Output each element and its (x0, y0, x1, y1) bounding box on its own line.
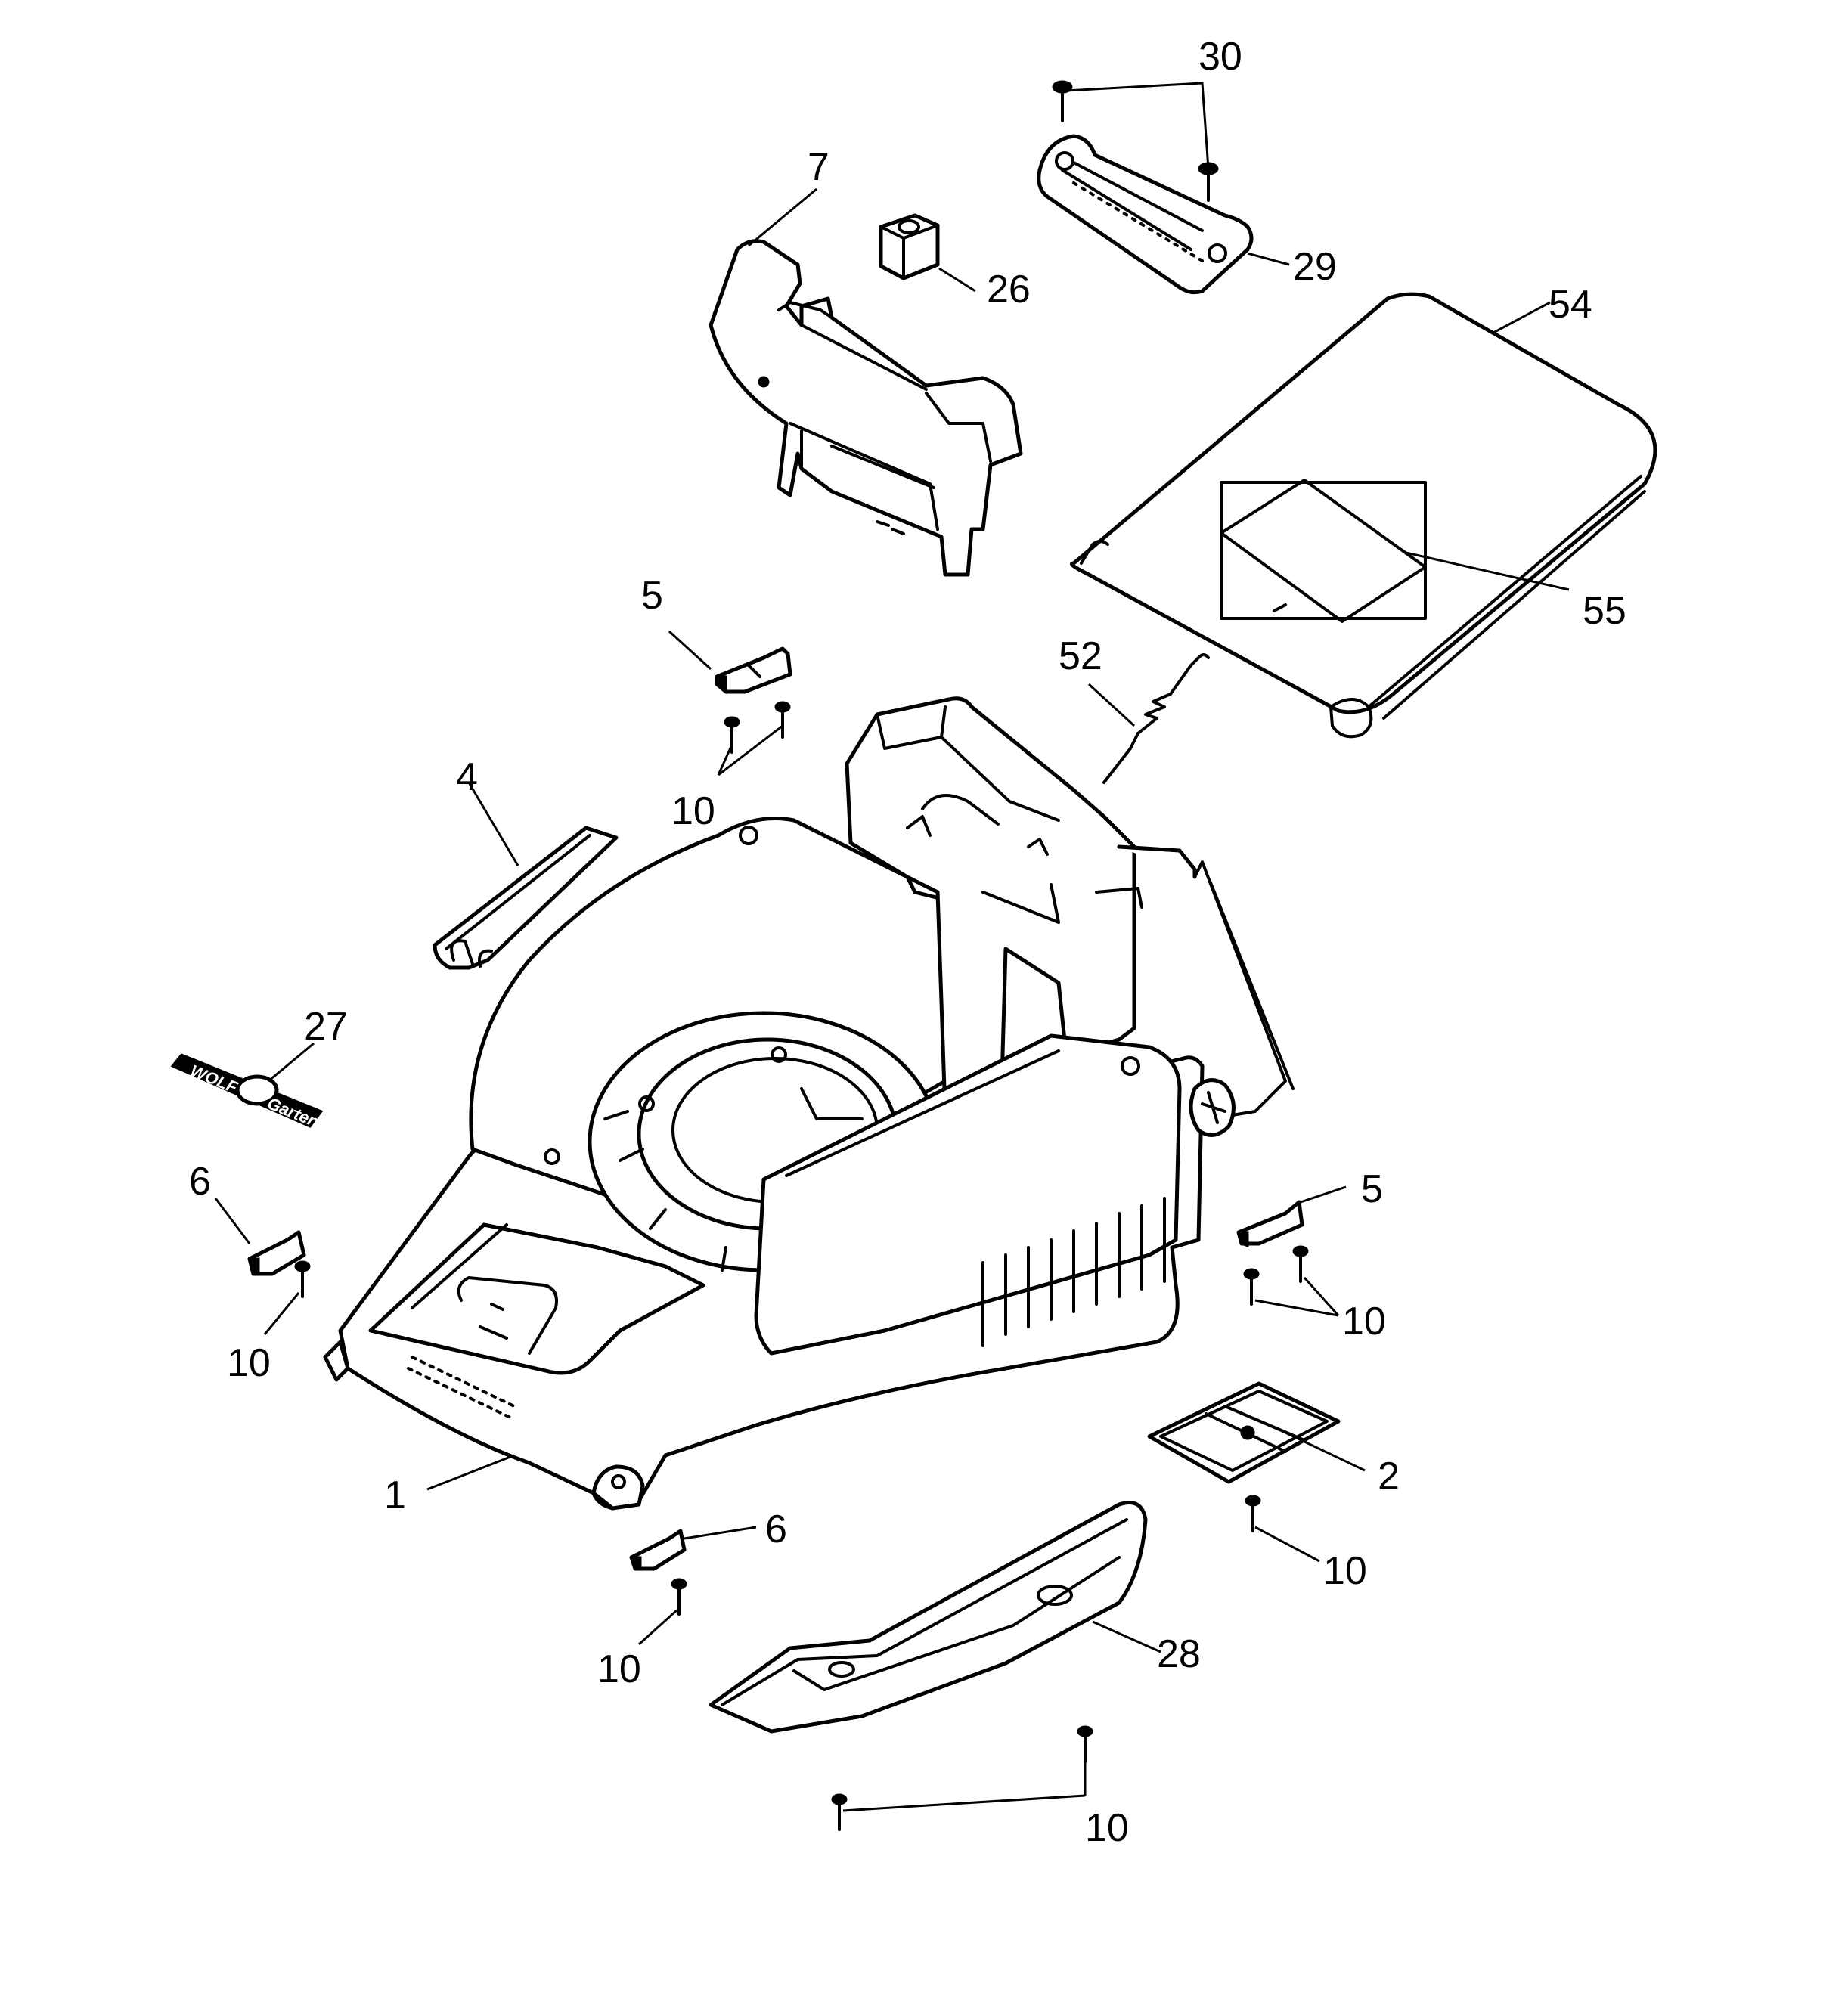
screw-10-c2 (1243, 1268, 1260, 1306)
part-55-label (1220, 479, 1427, 623)
part-5-clip-right (1236, 1200, 1304, 1248)
screw-10-c1 (1292, 1245, 1309, 1283)
callout-10-bottom-left: 10 (597, 1647, 641, 1691)
callout-52: 52 (1059, 634, 1102, 678)
callout-5-right: 5 (1361, 1167, 1383, 1211)
screw-10-f2 (831, 1793, 848, 1831)
callout-26: 26 (987, 268, 1031, 311)
callout-6-bottom: 6 (765, 1508, 787, 1551)
screw-30b (1198, 162, 1219, 202)
part-4-strip (433, 826, 619, 970)
callout-4: 4 (456, 755, 478, 799)
callout-28: 28 (1157, 1632, 1201, 1676)
screw-10-a2 (724, 716, 740, 754)
screw-10-d (1245, 1495, 1261, 1532)
screw-10-f1 (1077, 1725, 1093, 1763)
callout-6-left: 6 (189, 1160, 211, 1204)
callout-7: 7 (808, 145, 829, 189)
decal-left-text: WOLF (188, 1061, 240, 1097)
callouts: 30 7 26 29 54 55 5 52 10 4 27 6 10 5 10 … (189, 35, 1626, 1850)
callout-10-top: 10 (671, 789, 715, 833)
part-26-block (879, 213, 940, 280)
part-5-clip-top (715, 646, 792, 695)
callout-54: 54 (1549, 283, 1592, 327)
part-27-decal: WOLF Garten (170, 1053, 324, 1131)
part-54-lid (1070, 292, 1657, 739)
callout-5-top: 5 (641, 574, 663, 618)
callout-10-right: 10 (1342, 1300, 1386, 1343)
callout-10-bottom: 10 (1085, 1806, 1129, 1850)
part-1-housing (323, 696, 1295, 1511)
callout-10-mid-right: 10 (1323, 1549, 1367, 1593)
leader-lines (214, 82, 1570, 1812)
part-2-grille (1147, 1381, 1341, 1484)
screw-10-e (671, 1578, 687, 1616)
part-28-bumper (709, 1501, 1148, 1734)
callout-30: 30 (1198, 35, 1242, 79)
part-7-handle-bracket (709, 239, 1023, 577)
callout-55: 55 (1583, 589, 1626, 633)
screw-10-a1 (774, 701, 791, 739)
callout-2: 2 (1378, 1455, 1400, 1498)
callout-1: 1 (384, 1473, 406, 1517)
part-52-spring (1102, 653, 1210, 784)
callout-27: 27 (304, 1005, 348, 1049)
callout-29: 29 (1293, 245, 1337, 289)
part-6-clip-left (247, 1230, 306, 1276)
screw-10-b (294, 1260, 311, 1298)
callout-10-left: 10 (227, 1341, 271, 1385)
screw-30a (1052, 80, 1073, 122)
part-6-clip-bottom (629, 1529, 687, 1571)
part-10-screws (294, 701, 1309, 1831)
part-29-grip (1037, 134, 1254, 295)
